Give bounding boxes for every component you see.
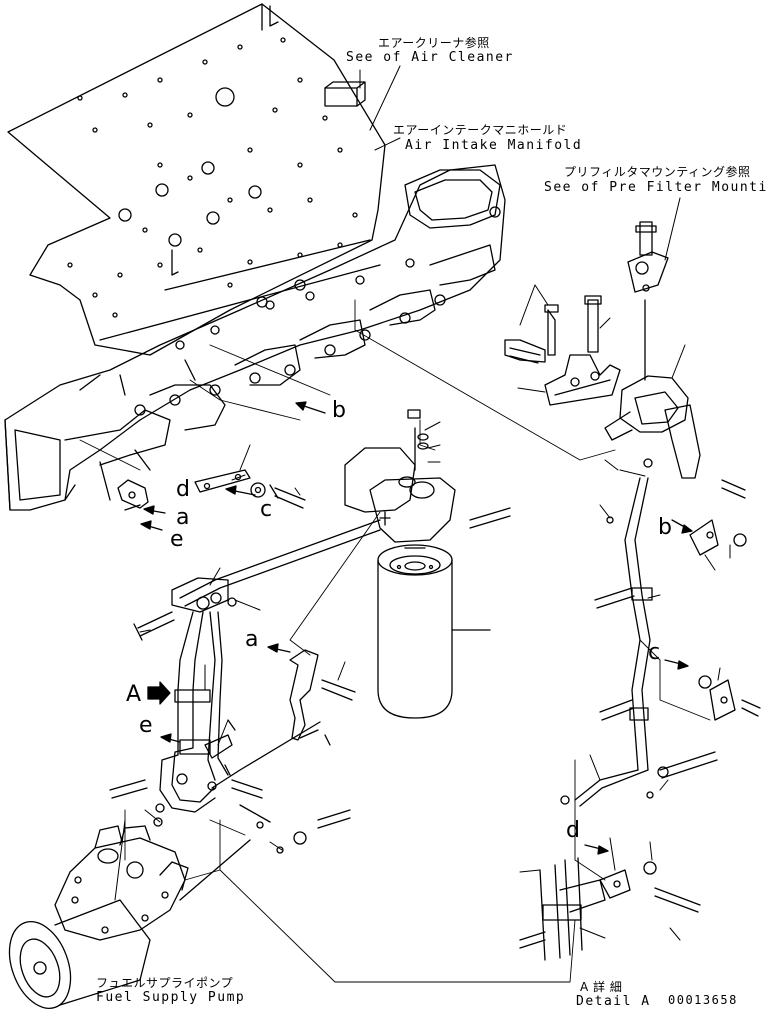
view-ref-d-right: d [566, 818, 580, 843]
view-ref-b-right: b [658, 515, 672, 540]
view-ref-b-upper: b [332, 398, 346, 423]
intake-manifold [4, 164, 506, 511]
right-brackets [599, 519, 736, 899]
plate-holes [67, 37, 358, 318]
detail-a-label-jp: A 詳 細 [580, 980, 623, 994]
connection-lines [79, 299, 711, 983]
view-ref-a-center: a [245, 627, 259, 652]
view-ref-c-left: c [260, 497, 273, 522]
fuel-pump-label-jp: フュエルサプライポンプ [96, 976, 234, 990]
view-ref-d-left: d [176, 477, 190, 502]
intake-manifold-label-jp: エアーインテークマニホールド [393, 123, 568, 137]
view-ref-e-left: e [170, 527, 184, 552]
view-ref-A: A [126, 682, 142, 707]
drawing-number: 00013658 [668, 993, 738, 1007]
view-ref-a-left: a [176, 505, 190, 530]
washers [153, 482, 747, 875]
prefilter-bracket [504, 295, 621, 406]
plate-bolts [118, 161, 306, 308]
pre-filter-label-jp: プリフィルタマウンティング参照 [564, 165, 751, 179]
leader-lines [114, 65, 731, 941]
center-bracket [289, 649, 331, 746]
direction-arrows [140, 401, 693, 855]
bolts [109, 221, 761, 949]
air-cleaner-label-jp: エアークリーナ参照 [378, 36, 490, 50]
plate-d [117, 469, 251, 511]
fuel-pump-label-en: Fuel Supply Pump [96, 990, 246, 1005]
detail-a-label-en: Detail A [576, 994, 651, 1009]
fuel-pipes-left [159, 519, 381, 823]
manifold-bolts [134, 206, 501, 416]
detail-a-clamp [539, 857, 606, 961]
fuel-filter [344, 409, 491, 719]
intake-manifold-label-en: Air Intake Manifold [405, 138, 583, 153]
cover-plate [7, 3, 386, 356]
fuel-pipe-right [574, 477, 653, 807]
pre-filter-label-en: See of Pre Filter Mounting [544, 180, 768, 195]
air-cleaner-block [324, 87, 358, 107]
air-cleaner-label-en: See of Air Cleaner [346, 50, 514, 65]
pre-filter-assembly [604, 225, 701, 479]
view-ref-e-center: e [139, 713, 153, 738]
view-ref-c-right: c [648, 640, 661, 665]
